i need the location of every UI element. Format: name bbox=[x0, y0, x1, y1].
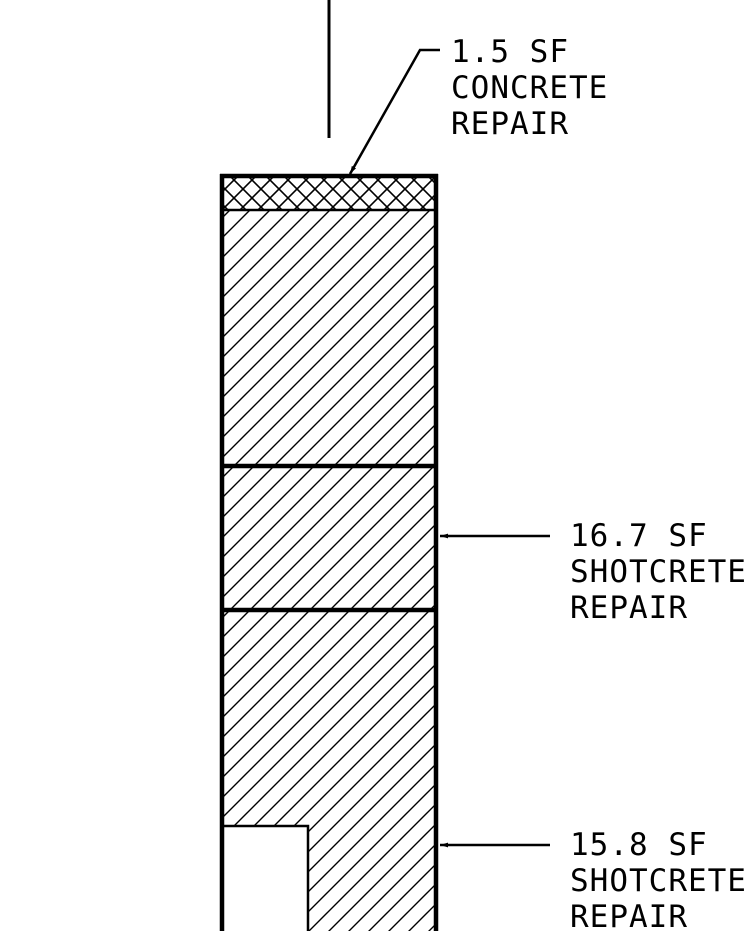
callout-shotcrete-lower-action: REPAIR bbox=[570, 899, 688, 931]
callout-shotcrete-lower-area: 15.8 SF bbox=[570, 827, 708, 863]
callout-concrete-repair: 1.5 SF CONCRETE REPAIR bbox=[451, 34, 608, 142]
concrete-repair-area bbox=[222, 176, 436, 210]
shotcrete-repair-area-upper bbox=[222, 466, 436, 610]
callout-concrete-area: 1.5 SF bbox=[451, 34, 569, 70]
callout-shotcrete-upper-material: SHOTCRETE bbox=[570, 554, 747, 590]
callout-shotcrete-upper: 16.7 SF SHOTCRETE REPAIR bbox=[570, 518, 747, 626]
notch-outline bbox=[222, 824, 310, 931]
callout-concrete-action: REPAIR bbox=[451, 106, 569, 142]
callout-shotcrete-upper-area: 16.7 SF bbox=[570, 518, 708, 554]
shotcrete-repair-area-top bbox=[222, 210, 436, 466]
callout-concrete-material: CONCRETE bbox=[451, 70, 608, 106]
callout-shotcrete-lower-material: SHOTCRETE bbox=[570, 863, 747, 899]
callout-shotcrete-lower: 15.8 SF SHOTCRETE REPAIR bbox=[570, 827, 747, 931]
unrepaired-notch bbox=[223, 826, 308, 931]
callout-shotcrete-upper-action: REPAIR bbox=[570, 590, 688, 626]
leader-concrete bbox=[348, 48, 440, 175]
